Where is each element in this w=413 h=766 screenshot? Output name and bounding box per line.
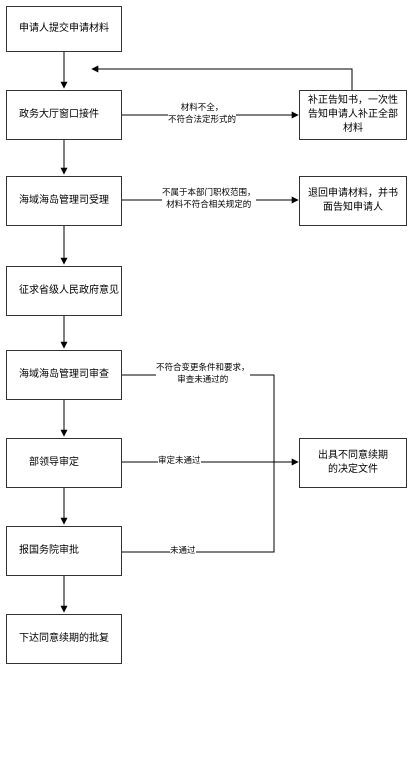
step-leader-label: 部领导审定 [29, 457, 79, 468]
step-council: 报国务院审批 [6, 526, 122, 576]
condition-outofscope-line1: 不属于本部门职权范围， [162, 188, 256, 198]
condition-notmet: 不符合变更条件和要求， 审查未通过的 [156, 362, 250, 386]
condition-notapproved: 审定未通过 [158, 455, 201, 467]
step-opinion: 征求省级人民政府意见 [6, 266, 122, 316]
outcome-reject: 出具不同意续期的决定文件 [299, 438, 407, 488]
condition-notapproved-label: 审定未通过 [158, 456, 201, 466]
step-opinion-label: 征求省级人民政府意见 [19, 285, 119, 296]
step-accept-label: 海域海岛管理司受理 [19, 195, 109, 206]
condition-incomplete-line2: 不符合法定形式的 [168, 115, 237, 125]
condition-incomplete: 材料不全， 不符合法定形式的 [168, 102, 237, 126]
outcome-supplement-label: 补正告知书，一次性告知申请人补正全部材料 [308, 95, 398, 134]
step-submit: 申请人提交申请材料 [6, 6, 122, 52]
step-council-label: 报国务院审批 [19, 545, 79, 556]
outcome-return-label: 退回申请材料，并书面告知申请人 [308, 188, 398, 213]
condition-failed-label: 未通过 [170, 546, 196, 556]
condition-outofscope-line2: 材料不符合相关规定的 [166, 200, 252, 210]
step-submit-label: 申请人提交申请材料 [19, 23, 109, 34]
step-approve-label: 下达同意续期的批复 [19, 633, 109, 644]
condition-failed: 未通过 [170, 545, 196, 557]
step-window-label: 政务大厅窗口接件 [19, 109, 99, 120]
outcome-supplement: 补正告知书，一次性告知申请人补正全部材料 [299, 90, 407, 140]
condition-notmet-line2: 审查未通过的 [177, 375, 229, 385]
condition-notmet-line1: 不符合变更条件和要求， [156, 363, 250, 373]
step-review-label: 海域海岛管理司审查 [19, 369, 109, 380]
condition-incomplete-line1: 材料不全， [180, 103, 224, 113]
condition-outofscope: 不属于本部门职权范围， 材料不符合相关规定的 [162, 187, 256, 211]
step-review: 海域海岛管理司审查 [6, 350, 122, 400]
step-window: 政务大厅窗口接件 [6, 90, 122, 140]
step-accept: 海域海岛管理司受理 [6, 176, 122, 226]
arrow-supplement-return [91, 65, 353, 90]
step-approve: 下达同意续期的批复 [6, 614, 122, 664]
step-leader: 部领导审定 [6, 438, 122, 488]
outcome-reject-label: 出具不同意续期的决定文件 [318, 450, 388, 475]
outcome-return: 退回申请材料，并书面告知申请人 [299, 176, 407, 226]
